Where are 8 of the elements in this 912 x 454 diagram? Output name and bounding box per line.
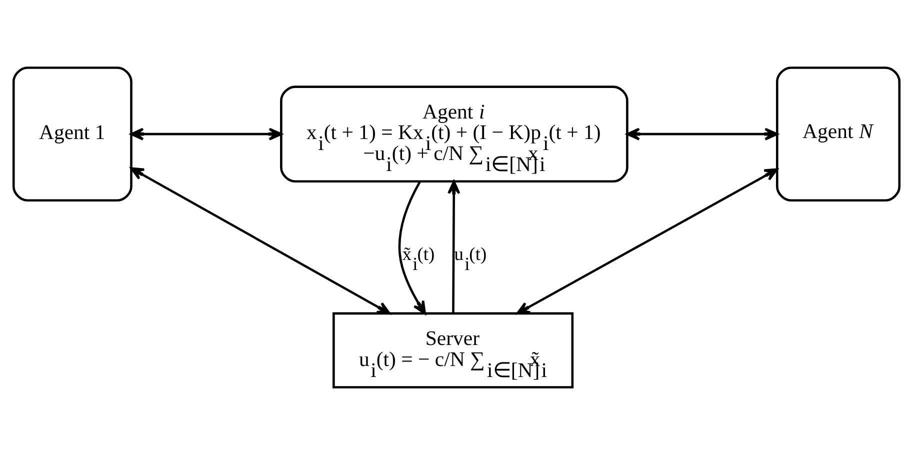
arrow: [447, 180, 460, 313]
arrow: [626, 127, 778, 140]
arrow: [398, 180, 426, 314]
node-box: Agent 1: [12, 66, 132, 202]
arrow: [130, 166, 390, 314]
arrow: [130, 127, 282, 140]
node-box: Agent N: [775, 66, 900, 202]
arrow: [516, 168, 778, 314]
